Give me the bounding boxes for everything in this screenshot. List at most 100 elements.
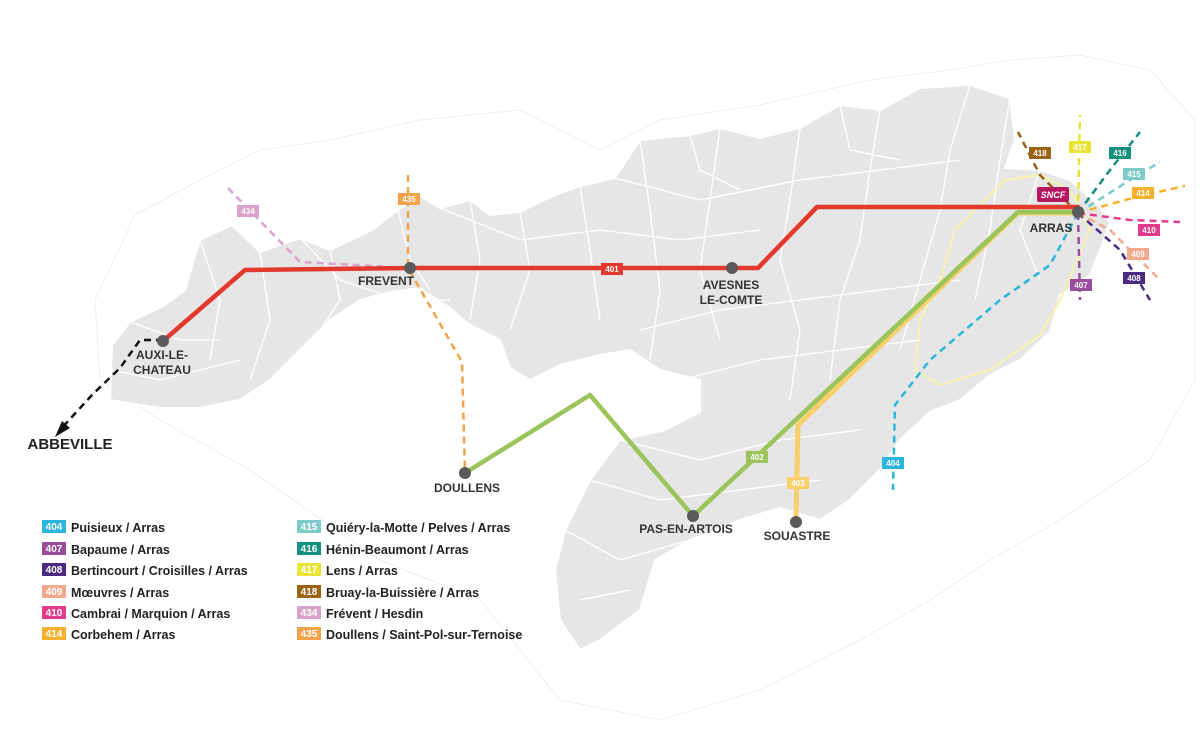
legend-item: 410 Cambrai / Marquion / Arras — [42, 606, 230, 621]
svg-text:Cambrai / Marquion / Arras: Cambrai / Marquion / Arras — [71, 607, 230, 621]
legend-item: 415 Quiéry-la-Motte / Pelves / Arras — [297, 520, 510, 535]
stop-pas[interactable] — [687, 510, 699, 522]
badge-418[interactable]: 418 — [1029, 147, 1051, 159]
label-doullens: DOULLENS — [434, 481, 500, 495]
map-badges: 401 402 403 404 407 408 409 410 414 415 … — [237, 141, 1160, 489]
stops-layer — [157, 206, 1084, 528]
badge-415[interactable]: 415 — [1123, 168, 1145, 180]
svg-text:415: 415 — [1127, 170, 1141, 179]
sncf-logo-text: SNCF — [1041, 190, 1066, 200]
label-souastre: SOUASTRE — [764, 529, 831, 543]
territory-shape — [108, 83, 1112, 652]
stop-labels: AUXI-LE- CHATEAU FREVENT AVESNES LE-COMT… — [27, 221, 1072, 543]
badge-404[interactable]: 404 — [882, 457, 904, 469]
line-435-path — [406, 175, 467, 474]
label-avesnes: AVESNES — [703, 278, 759, 292]
svg-text:435: 435 — [301, 629, 318, 640]
svg-text:418: 418 — [1033, 149, 1047, 158]
svg-text:434: 434 — [301, 608, 318, 619]
legend-item: 418 Bruay-la-Buissière / Arras — [297, 585, 479, 600]
svg-text:404: 404 — [886, 459, 900, 468]
svg-text:Bertincourt / Croisilles / Arr: Bertincourt / Croisilles / Arras — [71, 564, 248, 578]
legend-item: 434 Frévent / Hesdin — [297, 606, 423, 621]
sncf-logo: SNCF — [1037, 187, 1069, 202]
svg-text:Doullens / Saint-Pol-sur-Terno: Doullens / Saint-Pol-sur-Ternoise — [326, 628, 522, 642]
svg-text:414: 414 — [46, 629, 63, 640]
badge-409[interactable]: 409 — [1127, 248, 1149, 260]
label-abbeville: ABBEVILLE — [27, 436, 112, 453]
svg-text:418: 418 — [301, 587, 318, 598]
badge-401[interactable]: 401 — [601, 263, 623, 275]
svg-text:434: 434 — [241, 207, 255, 216]
line-416-path — [1076, 131, 1141, 214]
legend-item: 408 Bertincourt / Croisilles / Arras — [42, 563, 248, 578]
svg-text:409: 409 — [1131, 250, 1145, 259]
svg-text:401: 401 — [605, 265, 619, 274]
svg-text:Lens / Arras: Lens / Arras — [326, 564, 398, 578]
svg-text:Mœuvres / Arras: Mœuvres / Arras — [71, 586, 169, 600]
svg-text:417: 417 — [1073, 143, 1087, 152]
label-pas: PAS-EN-ARTOIS — [639, 522, 733, 536]
svg-text:407: 407 — [46, 544, 63, 555]
badge-416[interactable]: 416 — [1109, 147, 1131, 159]
svg-text:435: 435 — [402, 195, 416, 204]
svg-text:415: 415 — [301, 522, 318, 533]
svg-text:Bruay-la-Buissière / Arras: Bruay-la-Buissière / Arras — [326, 586, 479, 600]
legend-right-column: 415 Quiéry-la-Motte / Pelves / Arras 416 H… — [297, 520, 522, 642]
label-auxi-2: CHATEAU — [133, 363, 191, 377]
svg-text:410: 410 — [1142, 226, 1156, 235]
legend-item: 417 Lens / Arras — [297, 563, 398, 578]
svg-text:402: 402 — [750, 453, 764, 462]
outer-context — [94, 54, 1196, 721]
svg-text:408: 408 — [1127, 274, 1141, 283]
badge-410[interactable]: 410 — [1138, 224, 1160, 236]
svg-text:Frévent / Hesdin: Frévent / Hesdin — [326, 607, 423, 621]
svg-text:Puisieux / Arras: Puisieux / Arras — [71, 521, 165, 535]
svg-text:414: 414 — [1136, 189, 1150, 198]
svg-text:416: 416 — [1113, 149, 1127, 158]
commune-borders — [111, 84, 1041, 601]
label-auxi: AUXI-LE- — [136, 348, 188, 362]
svg-text:Bapaume / Arras: Bapaume / Arras — [71, 543, 170, 557]
badge-403[interactable]: 403 — [787, 477, 809, 489]
badge-435[interactable]: 435 — [398, 193, 420, 205]
abbeville-arrow-head — [55, 421, 70, 437]
badge-407[interactable]: 407 — [1070, 279, 1092, 291]
svg-text:Corbehem / Arras: Corbehem / Arras — [71, 628, 175, 642]
badge-414[interactable]: 414 — [1132, 187, 1154, 199]
line-409-path — [1077, 211, 1161, 281]
line-abbeville-path — [59, 338, 163, 431]
stop-arras[interactable] — [1072, 206, 1084, 218]
svg-text:Quiéry-la-Motte / Pelves / Arr: Quiéry-la-Motte / Pelves / Arras — [326, 521, 510, 535]
territory-layer — [94, 54, 1196, 721]
stop-avesnes[interactable] — [726, 262, 738, 274]
legend-item: 414 Corbehem / Arras — [42, 627, 175, 642]
label-frevent: FREVENT — [358, 274, 415, 288]
label-arras: ARRAS — [1030, 221, 1073, 235]
stop-souastre[interactable] — [790, 516, 802, 528]
label-avesnes-2: LE-COMTE — [700, 293, 763, 307]
svg-text:408: 408 — [46, 565, 63, 576]
stop-doullens[interactable] — [459, 467, 471, 479]
svg-text:Hénin-Beaumont / Arras: Hénin-Beaumont / Arras — [326, 543, 469, 557]
svg-text:417: 417 — [301, 565, 318, 576]
legend-item: 407 Bapaume / Arras — [42, 542, 170, 557]
legend-item: 416 Hénin-Beaumont / Arras — [297, 542, 469, 557]
line-410-path — [1077, 211, 1181, 224]
line-417-path — [1076, 114, 1082, 214]
stop-auxi[interactable] — [157, 335, 169, 347]
svg-text:403: 403 — [791, 479, 805, 488]
badge-434[interactable]: 434 — [237, 205, 259, 217]
line-408-path — [1077, 212, 1152, 301]
svg-text:416: 416 — [301, 544, 318, 555]
badge-408[interactable]: 408 — [1123, 272, 1145, 284]
badge-417[interactable]: 417 — [1069, 141, 1091, 153]
stop-frevent[interactable] — [404, 262, 416, 274]
badge-402[interactable]: 402 — [746, 451, 768, 463]
svg-text:410: 410 — [46, 608, 63, 619]
legend-item: 435 Doullens / Saint-Pol-sur-Ternoise — [297, 627, 522, 642]
